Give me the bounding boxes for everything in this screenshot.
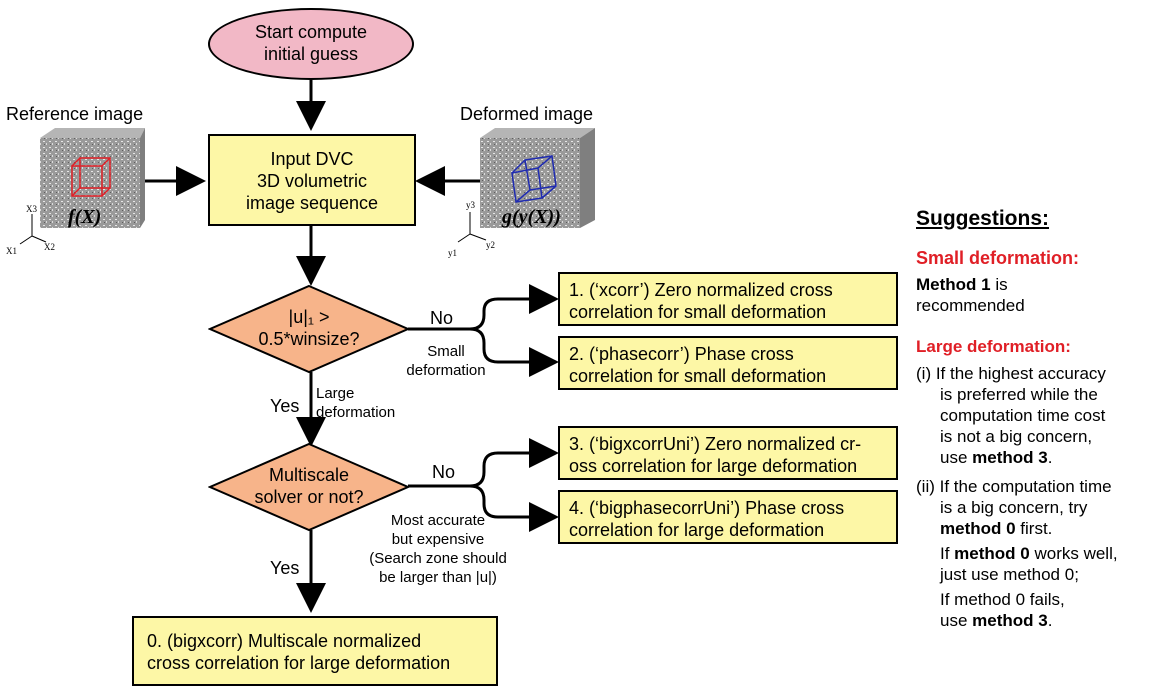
reference-image-label: Reference image [6,104,144,124]
small-advice-method: Method 1 [916,275,991,294]
sug-i-line5: use method 3. [940,447,1152,468]
decision2-line1: Multiscale [268,465,350,485]
note-line1: Most accurate [390,512,486,529]
sug-ii-line3a: method 0 [940,519,1016,538]
ref-axis-x3: X3 [26,204,37,214]
multiscale-note: Most accurate but expensive (Search zone… [352,511,524,587]
method2-line1: 2. (‘phasecorr’) Phase cross [569,344,794,364]
sug-i-line5a: use [940,448,973,467]
edge-yes-1: Yes [270,396,300,416]
edge-large-deformation: Large deformation [316,384,395,422]
sug-i-line5b: method 3 [972,448,1048,467]
sug-i-line1: (i) If the highest accuracy [916,364,1106,383]
sug-ii-line3b: first. [1015,519,1053,538]
def-axis-y3: y3 [466,200,475,210]
small-def-line1: Small [427,343,465,360]
sug-ii-line7: use method 3. [940,610,1152,631]
sug-i-line4: is not a big concern, [940,427,1093,446]
sug-i-line3: computation time cost [940,406,1106,425]
sug-ii-line7a: use [940,611,973,630]
method3-line2: oss correlation for large deformation [569,456,858,476]
method0-line2: cross correlation for large deformation [147,653,451,673]
large-def-line1: Large [316,385,355,402]
ref-axis-x1: X1 [6,246,17,256]
note-line3: (Search zone should [369,550,507,567]
method3-line1: 3. (‘bigxcorrUni’) Zero normalized cr- [569,434,862,454]
input-line2: 3D volumetric [256,171,368,191]
large-deformation-heading: Large deformation: [916,337,1071,356]
method-0-box: 0. (bigxcorr) Multiscale normalized cros… [132,616,498,686]
large-def-line2: deformation [316,404,396,421]
deformed-cube: g(y(X)) [480,128,595,240]
start-line1: Start compute [254,22,368,42]
ref-function-label: f(X) [68,206,102,228]
sug-ii-line3: method 0 first. [940,518,1152,539]
method-4-box: 4. (‘bigphasecorrUni’) Phase cross corre… [558,490,898,544]
method1-line2: correlation for small deformation [569,302,827,322]
input-line1: Input DVC [270,149,354,169]
method-2-box: 2. (‘phasecorr’) Phase cross correlation… [558,336,898,390]
start-node: Start compute initial guess [208,8,414,80]
input-line3: image sequence [245,193,379,213]
sug-ii-line4: If method 0 works well, [940,543,1152,564]
method0-line1: 0. (bigxcorr) Multiscale normalized [147,631,422,651]
input-box: Input DVC 3D volumetric image sequence [208,134,416,226]
decision1-line1: |u|₁ > [288,307,330,327]
deformed-image-label: Deformed image [460,104,594,124]
sug-ii-line2: is a big concern, try [940,498,1088,517]
small-def-line2: deformation [406,362,486,379]
sug-ii-line1: (ii) If the computation time [916,477,1112,496]
decision2-line2: solver or not? [254,487,364,507]
sug-i-line5c: . [1047,448,1053,467]
method2-line2: correlation for small deformation [569,366,827,386]
method1-line1: 1. (‘xcorr’) Zero normalized cross [569,280,833,300]
note-line4: be larger than |u|) [379,569,497,586]
small-advice-rest1: is [990,275,1008,294]
method-1-box: 1. (‘xcorr’) Zero normalized cross corre… [558,272,898,326]
small-deformation-heading: Small deformation: [916,248,1080,268]
ref-axis-x2: X2 [44,242,55,252]
sug-ii-line4c: works well, [1029,544,1118,563]
suggestions-panel: Suggestions: Small deformation: Method 1… [916,206,1152,631]
reference-axes: X3 X2 X1 [2,204,62,260]
suggestions-title: Suggestions: [916,207,1050,230]
edge-no-1: No [430,308,454,328]
small-advice-rest2: recommended [916,296,1025,315]
start-line2: initial guess [263,44,359,64]
suggestion-ii: (ii) If the computation time is a big co… [916,476,1152,631]
decision1-line2: 0.5*winsize? [258,329,360,349]
small-deformation-advice: Method 1 is recommended [916,274,1152,316]
sug-ii-line7b: method 3 [972,611,1048,630]
sug-ii-line4b: method 0 [954,544,1030,563]
sug-ii-line4a: If [940,544,955,563]
method4-line1: 4. (‘bigphasecorrUni’) Phase cross [569,498,845,518]
def-axis-y2: y2 [486,240,495,250]
note-line2: but expensive [391,531,485,548]
edge-yes-2: Yes [270,558,300,578]
sug-ii-line5: just use method 0; [940,565,1079,584]
method4-line2: correlation for large deformation [569,520,825,540]
def-axis-y1: y1 [448,248,457,258]
suggestion-i: (i) If the highest accuracy is preferred… [916,363,1152,468]
deformed-axes: y3 y2 y1 [446,200,506,260]
edge-small-deformation: Small deformation [404,342,488,380]
sug-ii-line6: If method 0 fails, [940,590,1065,609]
edge-no-2: No [432,462,456,482]
decision-deformation-size: |u|₁ > 0.5*winsize? [208,284,410,374]
sug-i-line2: is preferred while the [940,385,1098,404]
decision-multiscale: Multiscale solver or not? [208,442,410,532]
sug-ii-line7c: . [1047,611,1053,630]
def-function-label: g(y(X)) [502,206,561,228]
reference-cube: f(X) [30,128,145,240]
method-3-box: 3. (‘bigxcorrUni’) Zero normalized cr- o… [558,426,898,480]
